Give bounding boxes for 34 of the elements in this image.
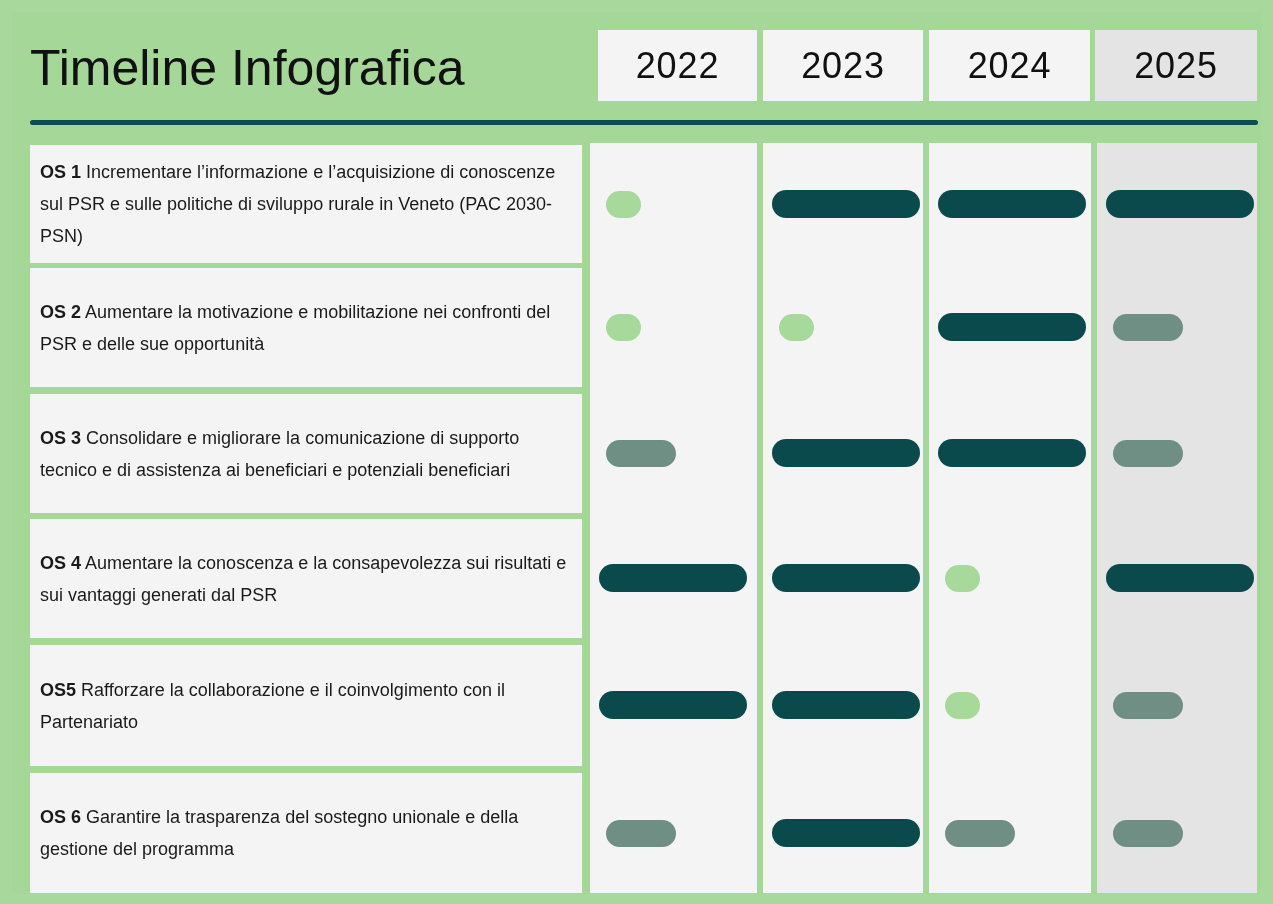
timeline-bar xyxy=(599,691,747,719)
timeline-bar xyxy=(772,691,920,719)
title: Timeline Infografica xyxy=(30,39,465,98)
timeline-bar xyxy=(1113,313,1183,341)
objective-box: OS 3 Consolidare e migliorare la comunicazione di supporto tecnico e di assistenza ai beneficiari e potenziali beneficiari xyxy=(30,394,582,513)
year-header: 2025 xyxy=(1095,30,1257,101)
timeline-bar xyxy=(772,564,920,592)
year-column xyxy=(763,143,923,893)
timeline-bar xyxy=(938,313,1086,341)
objective-box: OS 2 Aumentare la motivazione e mobilitazione nei confronti del PSR e delle sue opportunità xyxy=(30,268,582,387)
timeline-bar xyxy=(599,564,747,592)
timeline-bar xyxy=(1113,819,1183,847)
timeline-bar xyxy=(606,439,676,467)
objective-box: OS 4 Aumentare la conoscenza e la consapevolezza sui risultati e sui vantaggi generati dal PSR xyxy=(30,519,582,638)
objective-box: OS 6 Garantire la trasparenza del sostegno unionale e della gestione del programma xyxy=(30,773,582,893)
timeline-bar xyxy=(772,190,920,218)
objective-box: OS 1 Incrementare l’informazione e l’acquisizione di conoscenze sul PSR e sulle politiche di sviluppo rurale in Veneto (PAC 2030-PSN) xyxy=(30,145,582,263)
timeline-bar xyxy=(938,439,1086,467)
year-header: 2022 xyxy=(598,30,757,101)
timeline-bar xyxy=(945,819,1015,847)
timeline-bar xyxy=(1106,190,1254,218)
timeline-bar xyxy=(1113,439,1183,467)
timeline-bar xyxy=(1113,691,1183,719)
timeline-bar xyxy=(938,190,1086,218)
timeline-bar xyxy=(1106,564,1254,592)
timeline-bar xyxy=(772,439,920,467)
year-column xyxy=(590,143,757,893)
year-column xyxy=(1097,143,1257,893)
year-header: 2023 xyxy=(763,30,923,101)
year-column xyxy=(929,143,1091,893)
objective-box: OS5 Rafforzare la collaborazione e il coinvolgimento con il Partenariato xyxy=(30,645,582,766)
year-header: 2024 xyxy=(929,30,1090,101)
timeline-bar xyxy=(772,819,920,847)
timeline-bar xyxy=(606,819,676,847)
